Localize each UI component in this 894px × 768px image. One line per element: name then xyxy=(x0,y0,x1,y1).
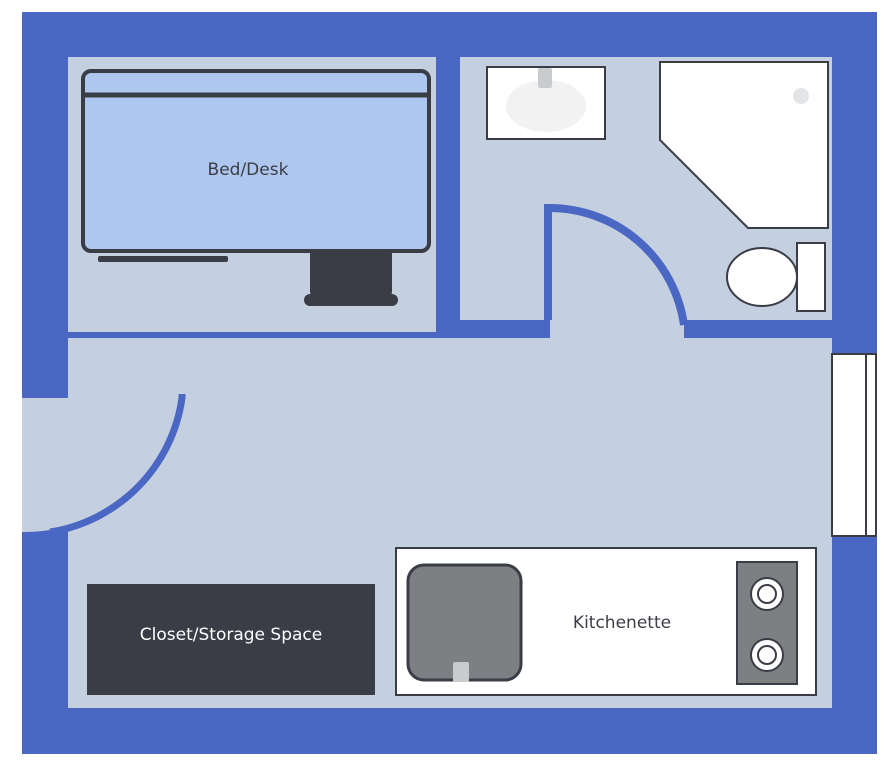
entrance-door-arc xyxy=(49,394,186,536)
bathroom-door-swing xyxy=(544,203,688,326)
toilet-bowl xyxy=(726,247,798,307)
entrance-door-swing xyxy=(22,398,182,533)
burner-top-inner xyxy=(757,584,777,604)
shower xyxy=(659,61,829,229)
chair-back xyxy=(304,294,398,306)
bathroom-faucet xyxy=(538,68,552,88)
bed-desk xyxy=(81,69,431,253)
closet-storage xyxy=(87,584,375,695)
window xyxy=(831,353,877,537)
burner-bottom-inner xyxy=(757,645,777,665)
kitchenette-label: Kitchenette xyxy=(573,613,671,633)
toilet-tank xyxy=(796,242,826,312)
desk-edge xyxy=(98,256,228,262)
shower-drain xyxy=(793,88,809,104)
chair-seat xyxy=(310,250,392,296)
bathroom-sink-basin xyxy=(506,80,586,132)
closet-label: Closet/Storage Space xyxy=(140,625,322,645)
kitchen-faucet xyxy=(453,662,469,682)
bed-desk-label: Bed/Desk xyxy=(208,160,289,180)
